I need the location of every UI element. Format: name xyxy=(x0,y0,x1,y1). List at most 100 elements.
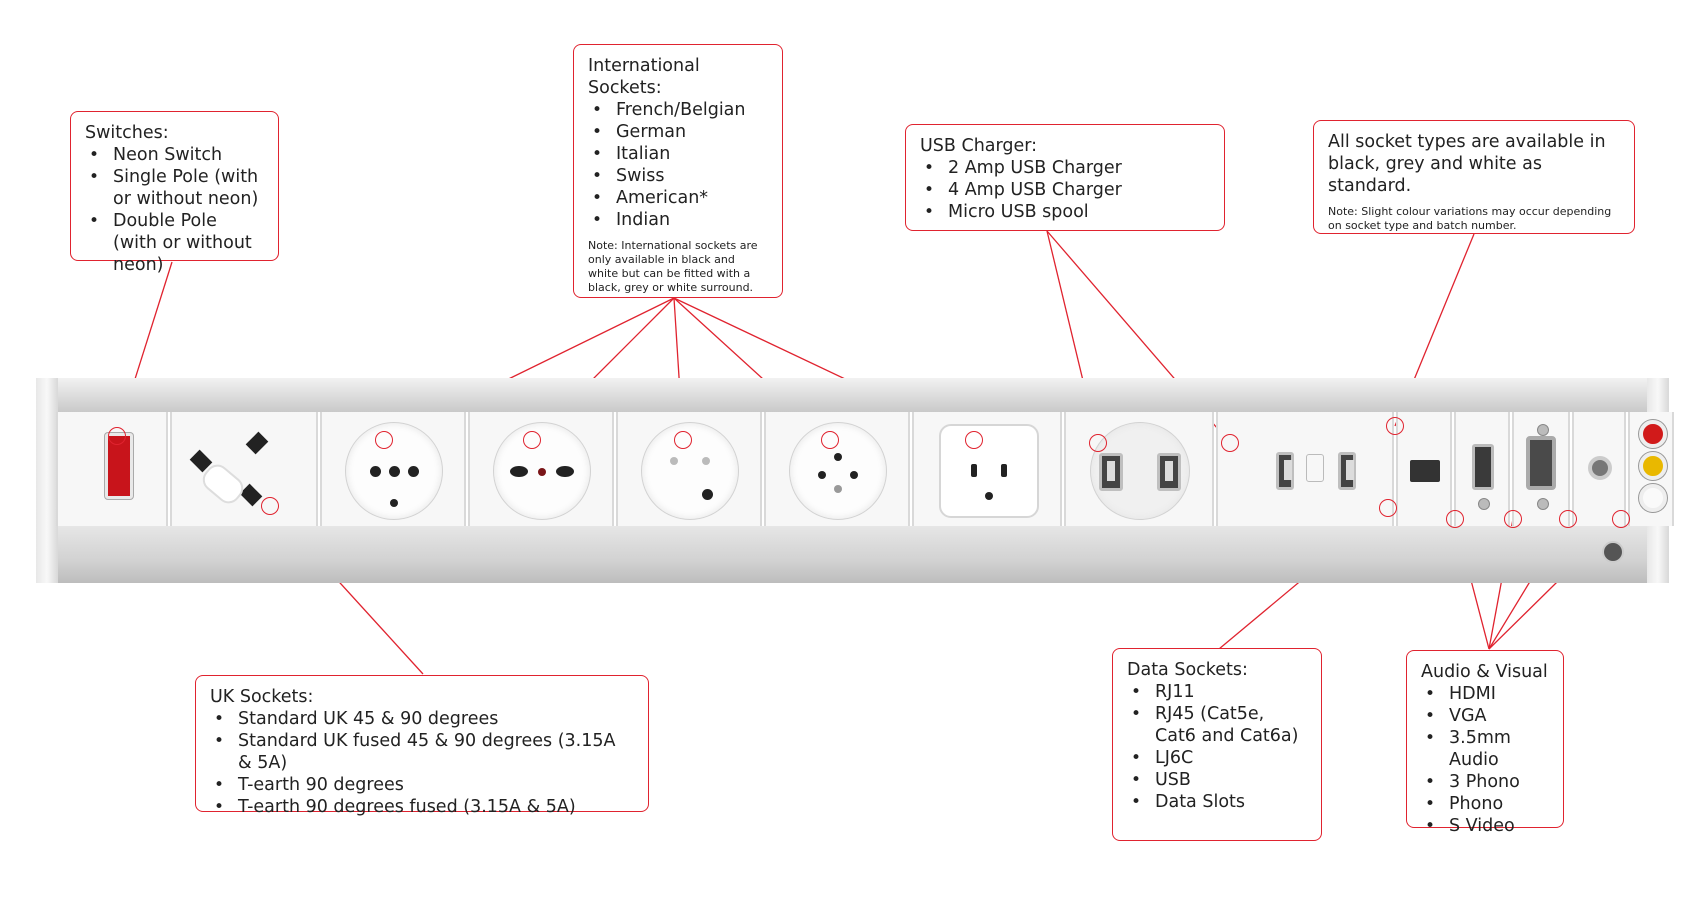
uk-socket-earth-pin xyxy=(245,431,269,455)
usb-port-right[interactable] xyxy=(1157,453,1181,491)
list-item: Italian xyxy=(588,143,768,165)
list-item: VGA xyxy=(1421,705,1549,727)
usb-port-flat-left[interactable] xyxy=(1276,452,1294,490)
vga-screw-bottom xyxy=(1537,498,1549,510)
list-item: Phono xyxy=(1421,793,1549,815)
marker-data xyxy=(1379,499,1397,517)
list-item: USB xyxy=(1127,769,1307,791)
german-socket-pin-top-right xyxy=(702,457,710,465)
av-title: Audio & Visual xyxy=(1421,662,1548,682)
list-item: 2 Amp USB Charger xyxy=(920,157,1210,179)
switches-title: Switches: xyxy=(85,123,169,143)
uk-list: Standard UK 45 & 90 degrees Standard UK … xyxy=(210,708,634,818)
audio-jack-module xyxy=(1572,412,1626,526)
italian-socket-pin-right xyxy=(556,466,574,477)
list-item: Indian xyxy=(588,209,768,231)
list-item: Single Pole (with or without neon) xyxy=(85,166,264,210)
marker-audio xyxy=(1559,510,1577,528)
vga-port[interactable] xyxy=(1526,436,1556,490)
callout-international: International Sockets: French/Belgian Ge… xyxy=(573,44,783,298)
list-item: T-earth 90 degrees fused (3.15A & 5A) xyxy=(210,796,634,818)
list-item: HDMI xyxy=(1421,683,1549,705)
marker-french xyxy=(375,431,393,449)
list-item: RJ45 (Cat5e, Cat6 and Cat6a) xyxy=(1127,703,1307,747)
swiss-socket-pin-bottom xyxy=(834,485,842,493)
list-item: German xyxy=(588,121,768,143)
list-item: LJ6C xyxy=(1127,747,1307,769)
marker-hdmi xyxy=(1446,510,1464,528)
list-item: Swiss xyxy=(588,165,768,187)
list-item: Double Pole (with or without neon) xyxy=(85,210,264,276)
phono-white[interactable] xyxy=(1639,484,1667,512)
list-item: French/Belgian xyxy=(588,99,768,121)
list-item: RJ11 xyxy=(1127,681,1307,703)
data-list: RJ11 RJ45 (Cat5e, Cat6 and Cat6a) LJ6C U… xyxy=(1127,681,1307,813)
international-note: Note: International sockets are only ava… xyxy=(588,239,758,294)
usb-charger-flat-module xyxy=(1216,412,1394,526)
swiss-socket-module xyxy=(764,412,910,526)
list-item: Standard UK 45 & 90 degrees xyxy=(210,708,634,730)
marker-italian xyxy=(523,431,541,449)
phono-module xyxy=(1628,412,1674,526)
callout-colours: All socket types are available in black,… xyxy=(1313,120,1635,234)
bottom-rail xyxy=(36,526,1669,583)
swiss-socket-pin-right xyxy=(850,471,858,479)
switches-list: Neon Switch Single Pole (with or without… xyxy=(85,144,264,276)
hdmi-port[interactable] xyxy=(1472,444,1494,490)
list-item: American* xyxy=(588,187,768,209)
american-socket-face xyxy=(939,424,1039,518)
list-item: Data Slots xyxy=(1127,791,1307,813)
french-socket-module xyxy=(320,412,466,526)
german-socket-face xyxy=(641,422,739,520)
data-title: Data Sockets: xyxy=(1127,660,1248,680)
italian-socket-pin-left xyxy=(510,466,528,477)
hdmi-screw xyxy=(1478,498,1490,510)
rj45-port[interactable] xyxy=(1410,460,1440,482)
audio-jack-port[interactable] xyxy=(1588,456,1612,480)
usb-charger-title: USB Charger: xyxy=(920,136,1038,156)
callout-usb-charger: USB Charger: 2 Amp USB Charger 4 Amp USB… xyxy=(905,124,1225,231)
international-list: French/Belgian German Italian Swiss Amer… xyxy=(588,99,768,231)
power-module-unit xyxy=(36,378,1674,583)
s-video-knob[interactable] xyxy=(1602,541,1624,563)
phono-red[interactable] xyxy=(1639,420,1667,448)
list-item: Micro USB spool xyxy=(920,201,1210,223)
usb-port-flat-right[interactable] xyxy=(1338,452,1356,490)
marker-colours xyxy=(1386,417,1404,435)
colours-text: All socket types are available in black,… xyxy=(1328,132,1606,196)
phone-icon xyxy=(1306,454,1324,482)
list-item: T-earth 90 degrees xyxy=(210,774,634,796)
international-title: International Sockets: xyxy=(588,56,700,98)
marker-vga xyxy=(1504,510,1522,528)
uk-socket-module xyxy=(170,412,318,526)
vga-screw-top xyxy=(1537,424,1549,436)
french-socket-pin-right xyxy=(408,466,419,477)
german-socket-pin-bottom xyxy=(702,489,713,500)
list-item: 3 Phono xyxy=(1421,771,1549,793)
american-socket-slot-left xyxy=(971,464,977,477)
french-socket-pin-left xyxy=(370,466,381,477)
french-socket-earth xyxy=(390,499,398,507)
callout-uk: UK Sockets: Standard UK 45 & 90 degrees … xyxy=(195,675,649,818)
german-socket-module xyxy=(616,412,762,526)
av-list: HDMI VGA 3.5mm Audio 3 Phono Phono S Vid… xyxy=(1421,683,1549,837)
list-item: Standard UK fused 45 & 90 degrees (3.15A… xyxy=(210,730,634,774)
list-item: 4 Amp USB Charger xyxy=(920,179,1210,201)
top-rail xyxy=(44,378,1661,412)
swiss-socket-pin-top xyxy=(834,453,842,461)
switch-module xyxy=(56,412,168,526)
rj45-module xyxy=(1396,412,1452,526)
phono-yellow[interactable] xyxy=(1639,452,1667,480)
marker-german xyxy=(674,431,692,449)
italian-socket-pin-center xyxy=(538,468,546,476)
hdmi-module xyxy=(1454,412,1510,526)
marker-swiss xyxy=(821,431,839,449)
american-socket-ground xyxy=(985,492,993,500)
usb-port-left[interactable] xyxy=(1099,453,1123,491)
marker-uk xyxy=(261,497,279,515)
german-socket-pin-top xyxy=(670,457,678,465)
usb-charger-list: 2 Amp USB Charger 4 Amp USB Charger Micr… xyxy=(920,157,1210,223)
vga-module xyxy=(1512,412,1570,526)
marker-phono xyxy=(1612,510,1630,528)
american-socket-slot-right xyxy=(1001,464,1007,477)
